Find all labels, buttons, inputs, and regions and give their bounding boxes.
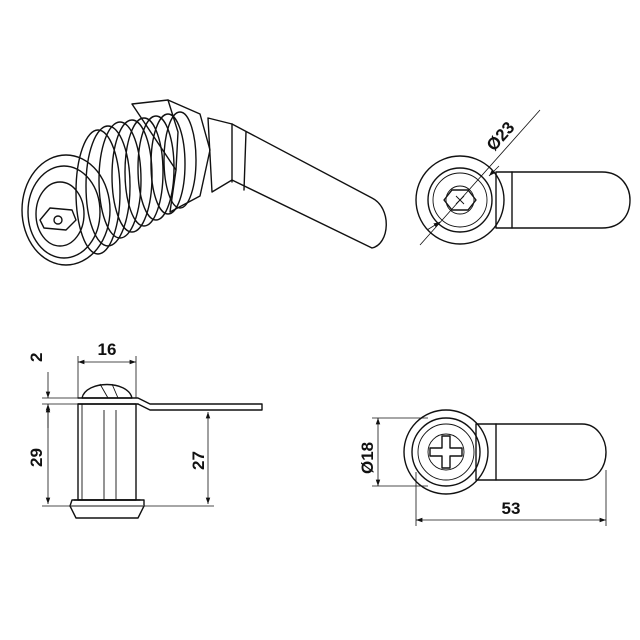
bottom-outer-circle: [403, 409, 489, 495]
isometric-view: [21, 99, 387, 266]
dim-diam23-label: Ø23: [483, 118, 519, 155]
dim-2-label: 2: [27, 353, 46, 362]
dim-diam18-label: Ø18: [358, 442, 377, 474]
dim-53-label: 53: [502, 499, 521, 518]
front-cam-lever: [495, 171, 631, 229]
dim-diam23-line: [419, 109, 541, 246]
iso-hex-nut: [131, 99, 211, 213]
iso-threaded-barrel: [75, 111, 197, 255]
front-outer-circle: [415, 155, 505, 245]
iso-cam-lever: [207, 117, 387, 249]
side-body: [77, 403, 137, 501]
dim-16-label: 16: [98, 340, 117, 359]
dim-29-label: 29: [27, 448, 46, 467]
iso-front-flange: [21, 154, 111, 266]
front-view-top: Ø23: [415, 109, 631, 246]
front-view-bottom: Ø18 53: [358, 409, 607, 526]
front-key-plug: [443, 189, 477, 211]
side-cam-lever: [77, 397, 263, 411]
dim-27-label: 27: [189, 451, 208, 470]
side-view: 16 2 29 27: [27, 340, 263, 519]
bottom-cross-slot: [429, 435, 463, 469]
side-flange: [69, 499, 145, 519]
bottom-cam-lever: [475, 423, 607, 481]
iso-keyway: [39, 207, 77, 231]
